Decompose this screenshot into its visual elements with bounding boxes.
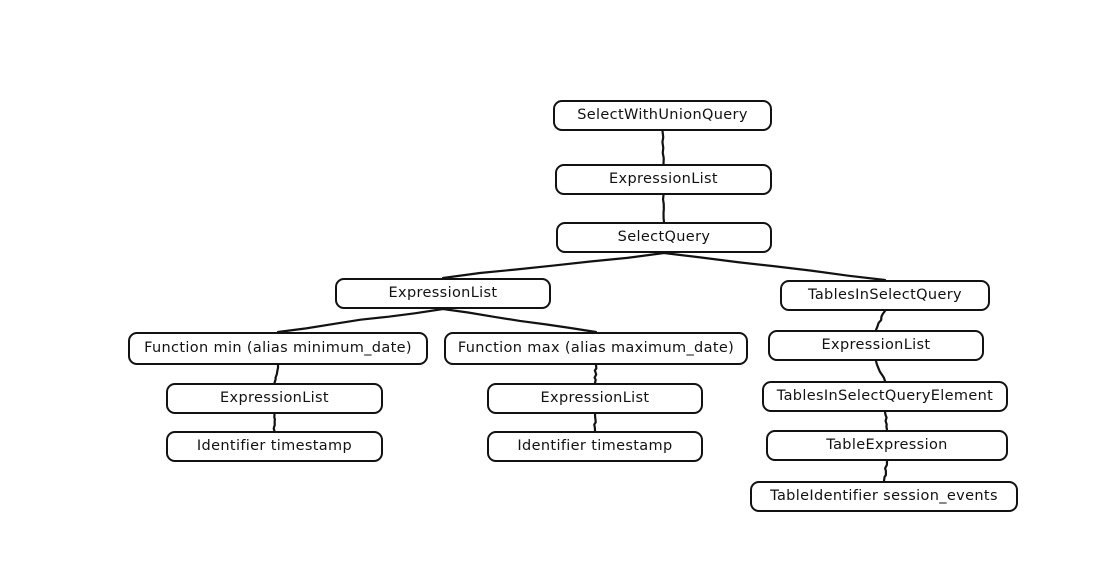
ast-node-label: ExpressionList	[541, 391, 650, 407]
ast-node[interactable]: ExpressionList	[487, 383, 703, 414]
ast-edge	[876, 311, 885, 330]
ast-node-label: Identifier timestamp	[197, 439, 352, 455]
ast-edge	[885, 412, 887, 430]
ast-node-label: ExpressionList	[609, 172, 718, 188]
ast-node-label: SelectWithUnionQuery	[577, 108, 748, 124]
ast-node-label: Identifier timestamp	[517, 439, 672, 455]
ast-node[interactable]: TableIdentifier session_events	[750, 481, 1018, 512]
ast-edge	[884, 461, 887, 481]
ast-node-label: TableExpression	[826, 438, 947, 454]
ast-node[interactable]: TablesInSelectQueryElement	[762, 381, 1008, 412]
ast-node[interactable]: Function min (alias minimum_date)	[128, 332, 428, 365]
ast-node-label: ExpressionList	[220, 391, 329, 407]
ast-node[interactable]: ExpressionList	[768, 330, 984, 361]
ast-node[interactable]: Identifier timestamp	[166, 431, 383, 462]
ast-node[interactable]: SelectQuery	[556, 222, 772, 253]
ast-node-label: ExpressionList	[389, 286, 498, 302]
ast-node-label: TablesInSelectQueryElement	[777, 389, 993, 405]
ast-node-label: TableIdentifier session_events	[770, 489, 998, 505]
ast-edge	[443, 309, 596, 332]
ast-node[interactable]: Identifier timestamp	[487, 431, 703, 462]
ast-node[interactable]: ExpressionList	[335, 278, 551, 309]
ast-node-label: Function min (alias minimum_date)	[144, 341, 412, 357]
ast-edge	[594, 414, 595, 431]
ast-node-label: TablesInSelectQuery	[808, 288, 962, 304]
ast-node[interactable]: Function max (alias maximum_date)	[444, 332, 748, 365]
ast-edge	[662, 131, 663, 164]
ast-edge	[278, 309, 443, 332]
ast-edge	[663, 195, 664, 222]
ast-edge	[876, 361, 885, 381]
ast-edge	[443, 253, 664, 278]
ast-node[interactable]: ExpressionList	[166, 383, 383, 414]
ast-edge	[275, 365, 279, 383]
ast-node[interactable]: ExpressionList	[555, 164, 772, 195]
ast-node[interactable]: SelectWithUnionQuery	[553, 100, 772, 131]
ast-node[interactable]: TablesInSelectQuery	[780, 280, 990, 311]
ast-edge	[595, 365, 597, 383]
ast-node-label: Function max (alias maximum_date)	[458, 341, 734, 357]
ast-node-label: ExpressionList	[822, 338, 931, 354]
ast-node[interactable]: TableExpression	[766, 430, 1008, 461]
ast-edge	[664, 253, 885, 280]
ast-edge	[274, 414, 275, 431]
ast-node-label: SelectQuery	[618, 230, 711, 246]
